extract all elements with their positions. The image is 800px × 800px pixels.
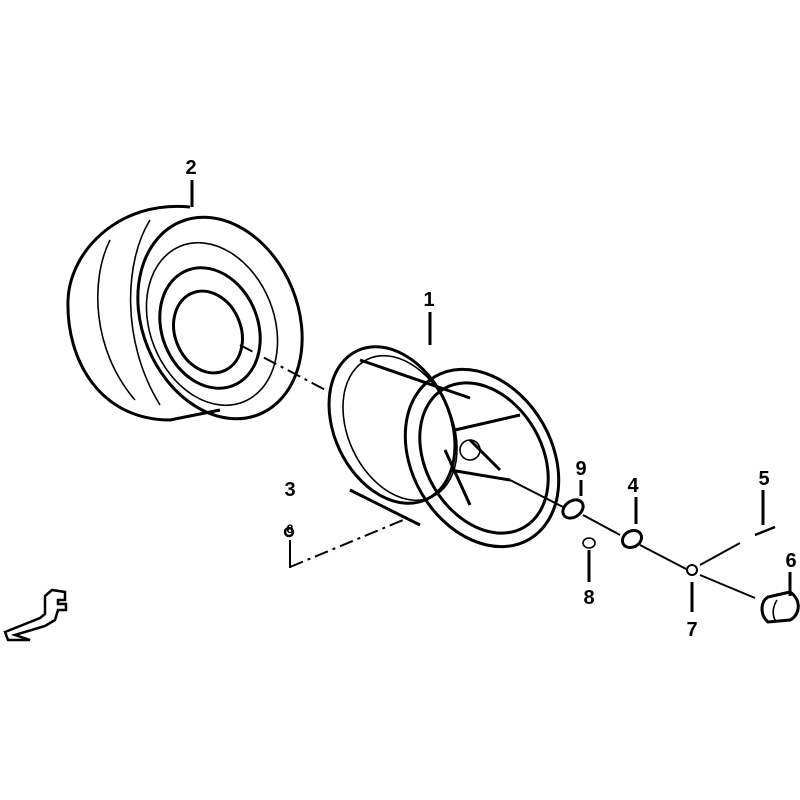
front-arrow-icon (3, 588, 68, 642)
axis-line-valve (289, 517, 409, 568)
nut (582, 537, 596, 549)
callout-6: 6 (785, 550, 796, 572)
rim (327, 345, 561, 549)
callout-9: 9 (575, 458, 586, 480)
callout-7: 7 (686, 619, 697, 641)
callout-5: 5 (758, 468, 769, 490)
axis-line-tire (239, 344, 336, 396)
callout-3: 3 (284, 479, 295, 501)
callout-1: 1 (423, 289, 434, 311)
callout-8: 8 (583, 587, 594, 609)
valve-nut (283, 526, 295, 538)
castle-nut (686, 564, 698, 576)
tire (66, 204, 304, 422)
callout-8-valve: 8 (287, 522, 294, 536)
callout-2: 2 (185, 157, 196, 179)
hub-cap (760, 590, 800, 624)
washer (620, 528, 644, 550)
callout-4: 4 (627, 475, 639, 497)
spacer (561, 498, 585, 520)
